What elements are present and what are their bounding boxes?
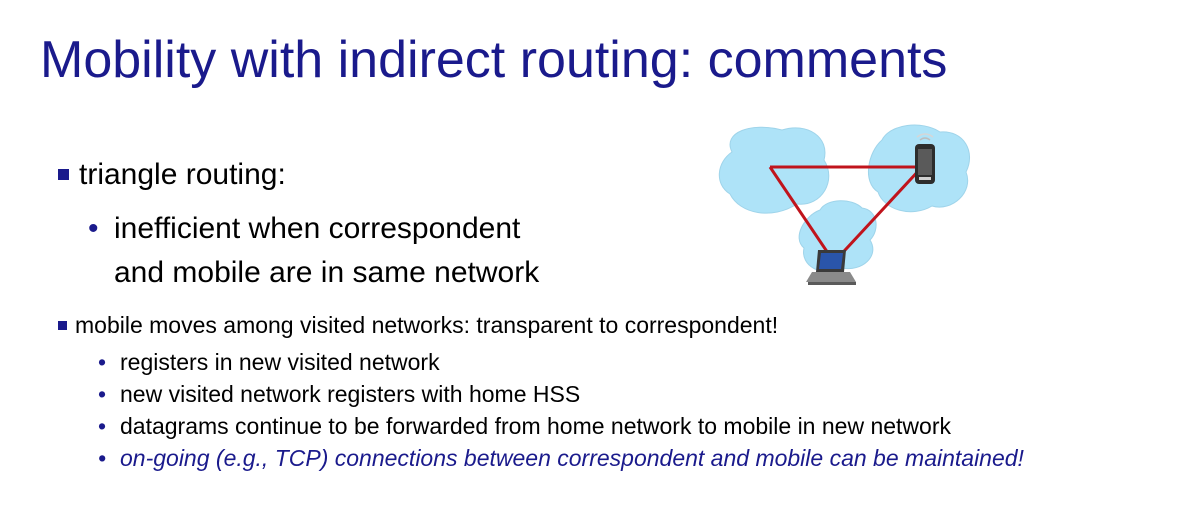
page-title: Mobility with indirect routing: comments (40, 31, 948, 89)
bullet-text: mobile moves among visited networks: tra… (75, 312, 779, 338)
network-diagram (718, 124, 971, 285)
sub-bullet-line1: inefficient when correspondent (114, 212, 521, 245)
sub-bullet-line2: and mobile are in same network (114, 256, 540, 289)
computer-icon (806, 250, 856, 285)
bullet-mobile-moves: mobile moves among visited networks: tra… (58, 312, 778, 339)
cloud-icon (718, 126, 830, 214)
bullet-text: triangle routing: (79, 158, 286, 191)
sub-bullet-list: • registers in new visited network • new v… (98, 346, 1024, 474)
list-item: • registers in new visited network (98, 346, 1024, 378)
square-bullet-icon (58, 321, 67, 331)
smartphone-icon (915, 133, 935, 184)
dot-bullet-icon: • (88, 212, 99, 245)
triangle-route (768, 165, 926, 265)
dot-bullet-icon: • (98, 445, 107, 471)
list-item: • new visited network registers with home… (98, 378, 1024, 410)
dot-bullet-icon: • (98, 413, 107, 439)
square-bullet-icon (58, 168, 69, 180)
list-item-text: on-going (e.g., TCP) connections between… (120, 445, 1024, 471)
dot-bullet-icon: • (98, 381, 107, 407)
list-item-text: new visited network registers with home … (120, 381, 581, 407)
bullet-triangle-routing: triangle routing: (58, 158, 286, 192)
list-item: • on-going (e.g., TCP) connections betwee… (98, 442, 1024, 474)
list-item-text: datagrams continue to be forwarded from … (120, 413, 951, 439)
dot-bullet-icon: • (98, 349, 107, 375)
list-item-text: registers in new visited network (120, 349, 440, 375)
sub-bullet-inefficient: • inefficient when correspondent and mobi… (88, 207, 539, 295)
list-item: • datagrams continue to be forwarded from… (98, 410, 1024, 442)
